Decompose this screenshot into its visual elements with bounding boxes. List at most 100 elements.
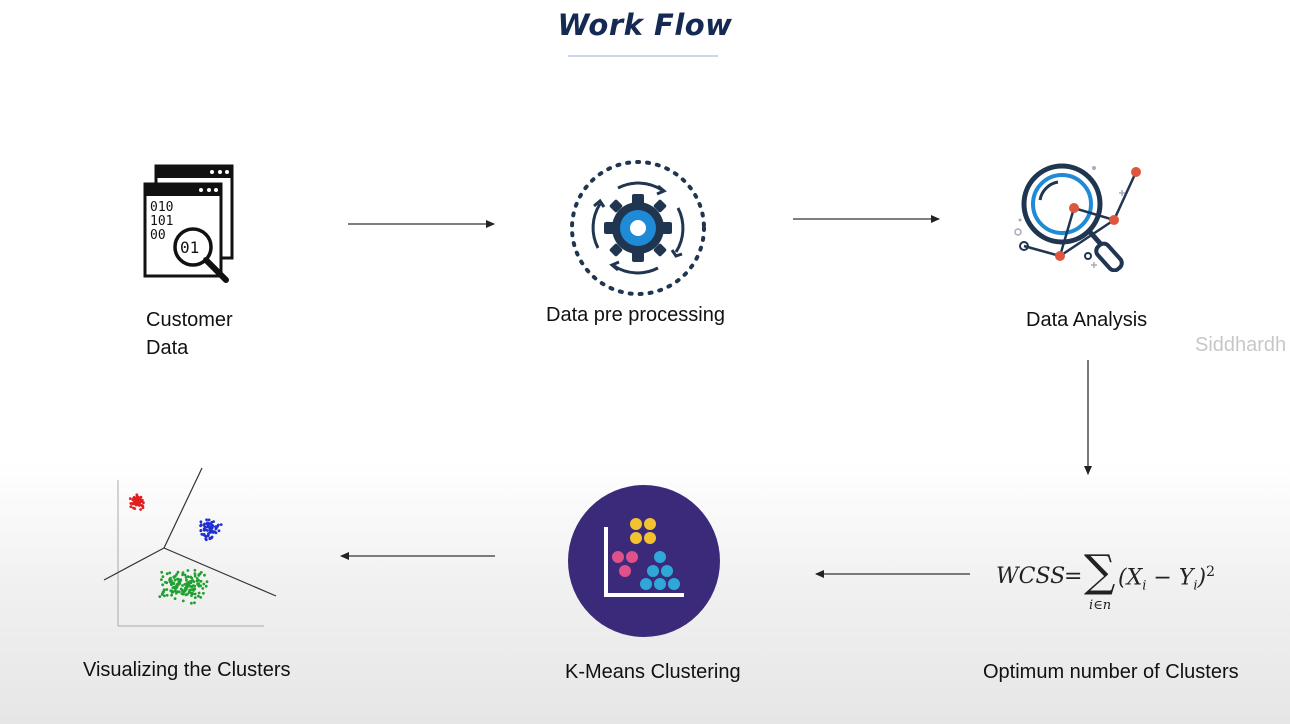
scatter-point xyxy=(189,581,193,585)
scatter-point xyxy=(180,589,184,592)
kmeans-icon xyxy=(568,485,720,637)
scatter-point xyxy=(160,578,163,581)
scatter-point xyxy=(139,508,142,511)
scatter-point xyxy=(195,579,199,583)
label-kmeans: K-Means Clustering xyxy=(565,661,741,683)
scatter-point xyxy=(202,533,206,536)
scatter-point xyxy=(187,591,191,594)
binary-text-1: 010 xyxy=(150,200,173,215)
scatter-point xyxy=(161,590,165,594)
scatter-point xyxy=(173,578,177,582)
scatter-point xyxy=(165,572,169,576)
scatter-point xyxy=(197,582,201,586)
scatter-point xyxy=(199,520,203,524)
scatter-point xyxy=(216,523,220,527)
analysis-magnifier-icon xyxy=(1014,163,1141,272)
label-preprocessing: Data pre processing xyxy=(546,304,725,326)
scatter-point xyxy=(132,495,136,499)
binary-lens-text: 01 xyxy=(180,238,199,257)
scatter-point xyxy=(169,576,172,580)
scatter-point xyxy=(199,529,203,533)
scatter-point xyxy=(193,574,197,578)
scatter-point xyxy=(207,518,211,522)
scatter-point xyxy=(161,575,165,578)
scatter-point xyxy=(219,523,223,526)
scatter-point xyxy=(208,531,212,534)
label-customer-data: Customer Data xyxy=(146,309,233,359)
scatter-point xyxy=(135,493,139,497)
label-visualizing: Visualizing the Clusters xyxy=(83,659,291,681)
scatter-point xyxy=(185,578,188,582)
scatter-point xyxy=(129,502,133,505)
scatter-point xyxy=(184,593,188,597)
scatter-point xyxy=(161,583,165,587)
scatter-point xyxy=(171,586,175,590)
scatter-point xyxy=(200,532,204,536)
scatter-point xyxy=(190,585,194,588)
scatter-point xyxy=(181,599,185,603)
formula-subscript: i∈n xyxy=(1089,598,1112,613)
label-analysis: Data Analysis xyxy=(1026,309,1148,331)
scatter-point xyxy=(193,584,197,588)
scatter-point xyxy=(176,570,180,574)
scatter-point xyxy=(201,587,205,590)
formula-close: ) xyxy=(1197,565,1207,591)
title-underline xyxy=(568,55,718,57)
scatter-point xyxy=(168,571,172,575)
scatter-point xyxy=(176,590,179,593)
scatter-point xyxy=(205,518,208,522)
scatter-point xyxy=(168,580,172,583)
scatter-point xyxy=(193,596,197,599)
scatter-point xyxy=(131,498,135,502)
scatter-point xyxy=(181,573,184,577)
scatter-point xyxy=(173,597,177,600)
scatter-point xyxy=(181,584,184,587)
scatter-point xyxy=(179,579,183,582)
scatter-point xyxy=(206,529,209,532)
scatter-point xyxy=(186,569,190,572)
scatter-point xyxy=(170,593,173,597)
label-optimum: Optimum number of Clusters xyxy=(983,661,1239,683)
scatter-point xyxy=(212,520,215,523)
scatter-point xyxy=(187,583,191,587)
scatter-point xyxy=(208,522,211,525)
scatter-point xyxy=(137,504,141,507)
scatter-point xyxy=(160,570,164,574)
scatter-point xyxy=(202,524,206,527)
scatter-point xyxy=(210,535,214,539)
scatter-point xyxy=(163,594,166,598)
scatter-point xyxy=(197,594,200,598)
binary-text-3: 00 xyxy=(150,228,166,243)
scatter-point xyxy=(135,495,139,499)
scatter-point xyxy=(183,583,187,586)
scatter-point xyxy=(172,581,175,585)
scatter-point xyxy=(190,601,193,605)
scatter-point xyxy=(214,531,218,535)
scatter-point xyxy=(191,579,194,582)
scatter-point xyxy=(140,498,144,502)
formula-lhs: WCSS xyxy=(996,564,1066,589)
scatter-point xyxy=(177,582,181,585)
scatter-point xyxy=(173,589,177,592)
scatter-point xyxy=(202,527,206,531)
scatter-point xyxy=(204,584,208,588)
scatter-point xyxy=(158,595,162,598)
scatter-point xyxy=(197,584,201,588)
binary-text-2: 101 xyxy=(150,214,173,229)
gear-teeth xyxy=(604,194,672,262)
scatter-point xyxy=(199,579,203,583)
scatter-point xyxy=(141,504,145,508)
formula-sigma: ∑ xyxy=(1084,546,1116,597)
scatter-point xyxy=(165,593,169,597)
scatter-point xyxy=(169,589,173,593)
scatter-point xyxy=(208,537,212,541)
scatter-point xyxy=(171,590,175,594)
scatter-point xyxy=(199,571,203,574)
gear-process-icon xyxy=(570,160,706,296)
scatter-point xyxy=(175,573,178,576)
scatter-point xyxy=(205,580,209,584)
scatter-point xyxy=(129,505,133,509)
scatter-point xyxy=(181,571,185,574)
scatter-point xyxy=(193,572,197,575)
scatter-point xyxy=(199,523,203,527)
